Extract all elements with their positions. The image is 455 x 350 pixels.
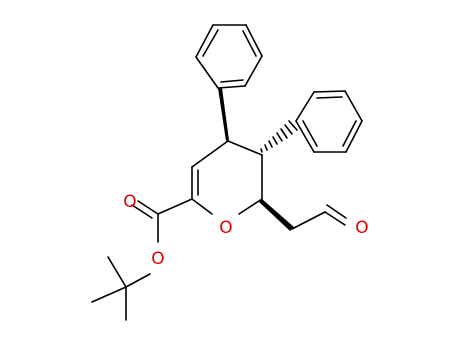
dihydropyran-ring — [191, 140, 263, 215]
carbonyl-oxygen-label: O — [123, 192, 136, 212]
ring-oxygen-label: O — [219, 218, 232, 238]
acetaldehyde-chain — [291, 204, 347, 230]
wedge-bond-c2-ch2 — [258, 199, 294, 231]
phenyl-ring-upper — [195, 24, 263, 89]
wedge-bond-c4-phenyl — [218, 88, 229, 141]
tert-butyl-ester — [91, 198, 193, 321]
aldehyde-oxygen-label: O — [355, 218, 368, 238]
phenyl-ring-right — [295, 90, 363, 153]
ester-oxygen-label: O — [151, 249, 164, 269]
hash-bond-c3-phenyl — [260, 120, 298, 153]
